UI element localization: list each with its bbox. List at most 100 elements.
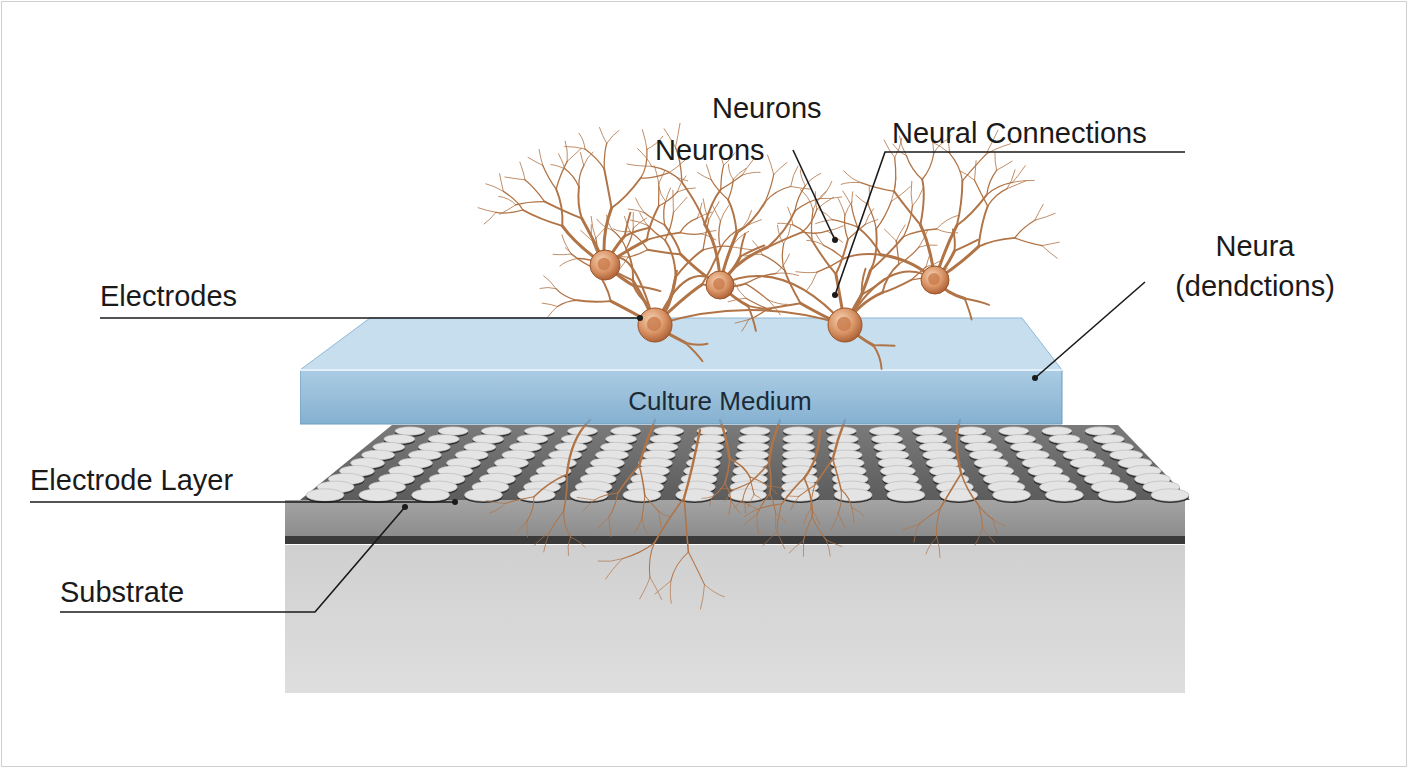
dendrite bbox=[995, 153, 997, 170]
electrode-pad bbox=[1042, 427, 1072, 435]
slab-front-face bbox=[300, 370, 1062, 424]
neuron-root bbox=[791, 496, 799, 509]
dendrite bbox=[815, 233, 823, 245]
dendrite bbox=[539, 150, 543, 166]
neuron-root bbox=[754, 495, 764, 503]
leader-line bbox=[30, 501, 455, 503]
slab-label: Culture Medium bbox=[520, 386, 920, 417]
dendrite bbox=[802, 209, 817, 232]
dendrite bbox=[706, 165, 711, 180]
neuron-root bbox=[937, 537, 940, 557]
electrode-pad bbox=[993, 489, 1031, 501]
neuron-root bbox=[642, 496, 645, 518]
leader-line bbox=[60, 507, 405, 612]
neuron-root bbox=[598, 517, 609, 528]
electrode-grid bbox=[306, 427, 1189, 503]
leader-dot bbox=[832, 237, 838, 243]
dendrite bbox=[581, 153, 584, 166]
dendrite bbox=[565, 169, 579, 187]
dendrite bbox=[865, 220, 878, 225]
electrode-pad bbox=[395, 427, 425, 435]
dendrite bbox=[957, 181, 963, 226]
neuron-root bbox=[789, 541, 803, 553]
dendrite bbox=[703, 220, 709, 250]
electrode-pad bbox=[960, 435, 991, 444]
dendrite bbox=[516, 202, 545, 205]
neuron-root bbox=[659, 511, 671, 517]
neuron-root bbox=[815, 459, 833, 485]
leader-lines bbox=[30, 150, 1185, 612]
electrode-pad bbox=[913, 427, 943, 435]
dendrite bbox=[525, 180, 545, 202]
dendrite bbox=[975, 161, 977, 181]
dendrite bbox=[885, 229, 897, 241]
neuron-root bbox=[618, 466, 639, 493]
dendrite bbox=[560, 259, 577, 267]
dendrite bbox=[612, 230, 626, 249]
dendrite bbox=[768, 300, 787, 304]
electrode-pad bbox=[570, 489, 608, 501]
neuron-root bbox=[505, 497, 534, 504]
dendrite bbox=[965, 299, 989, 305]
neuron-root bbox=[567, 420, 590, 474]
dendrite bbox=[545, 202, 582, 219]
neuron-nucleus bbox=[928, 273, 940, 285]
neuron-root bbox=[804, 517, 813, 541]
neuron-root bbox=[702, 496, 714, 498]
dendrite bbox=[551, 165, 565, 169]
neuron-root bbox=[577, 497, 594, 500]
neuron-root bbox=[777, 504, 782, 531]
dendrite bbox=[553, 253, 571, 255]
neuron-nucleus bbox=[713, 278, 725, 290]
neuron-root bbox=[564, 474, 568, 511]
substrate-layer-line bbox=[285, 536, 1185, 544]
dendrite bbox=[1042, 246, 1057, 259]
dendrite bbox=[628, 250, 647, 257]
dendrite bbox=[523, 210, 562, 226]
neuron-root bbox=[838, 513, 845, 528]
electrode-pad bbox=[1045, 489, 1083, 501]
dendrite bbox=[911, 181, 912, 206]
dendrite bbox=[600, 128, 607, 144]
dendrite bbox=[841, 182, 862, 184]
neuron-root bbox=[775, 513, 776, 528]
dendrite bbox=[548, 307, 557, 317]
neuron-root bbox=[645, 496, 659, 511]
neuron-root bbox=[568, 537, 571, 555]
dendrite bbox=[641, 173, 669, 178]
electrode-pad bbox=[1085, 427, 1115, 435]
dendrite bbox=[896, 241, 899, 264]
electrode-pad bbox=[999, 427, 1029, 435]
leader-line bbox=[100, 317, 640, 319]
electrode-pad bbox=[623, 489, 661, 501]
dendrite bbox=[1013, 166, 1026, 183]
dendrite bbox=[654, 166, 659, 184]
neuron-root bbox=[768, 486, 777, 494]
neuron-root bbox=[799, 485, 815, 496]
neuron-root bbox=[804, 478, 812, 517]
dendrite bbox=[644, 213, 664, 225]
electrode-pad bbox=[464, 489, 502, 501]
dendrite bbox=[577, 300, 611, 301]
neuron-root bbox=[705, 585, 725, 597]
dendrite bbox=[844, 171, 862, 183]
electrode-pad bbox=[834, 489, 872, 501]
dendrite bbox=[959, 171, 974, 181]
dendrite bbox=[499, 196, 516, 205]
dendrite bbox=[625, 217, 631, 232]
neuron-nucleus bbox=[598, 258, 611, 271]
dendrite bbox=[870, 229, 876, 271]
dendrite bbox=[768, 303, 801, 309]
dendrite bbox=[811, 210, 813, 241]
electrode-pad bbox=[1151, 489, 1189, 501]
dendrite bbox=[625, 213, 631, 236]
electrode-pad bbox=[729, 489, 767, 501]
neuron-root bbox=[961, 474, 978, 504]
dendrite bbox=[540, 287, 556, 288]
neuron-root bbox=[826, 540, 841, 547]
dendrite bbox=[1015, 220, 1035, 238]
dendrite bbox=[894, 191, 920, 224]
part-label: Neurons bbox=[712, 90, 822, 126]
